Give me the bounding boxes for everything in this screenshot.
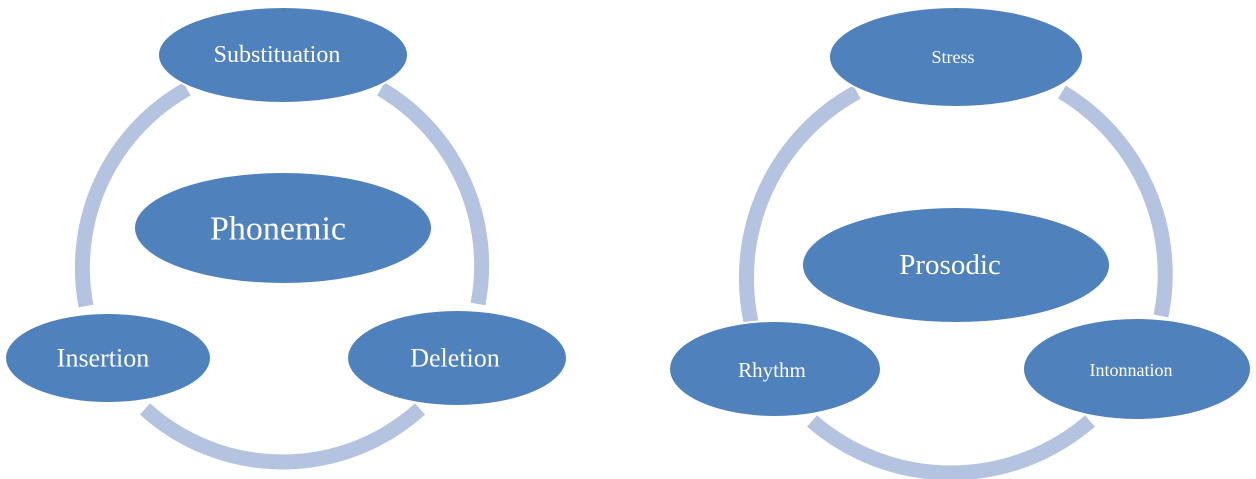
prosodic-node-top-label: Stress	[931, 47, 974, 67]
prosodic-node-right	[1022, 317, 1252, 421]
prosodic-center-node	[801, 206, 1111, 324]
prosodic-node-left-label: Rhythm	[738, 358, 806, 382]
phonemic-ring-arc-top-right	[377, 82, 490, 306]
phonemic-cycle: Substituation Deletion Insertion Phonemi…	[4, 6, 568, 470]
prosodic-node-right-label: Intonnation	[1090, 360, 1173, 380]
prosodic-center-label: Prosodic	[899, 249, 1001, 281]
prosodic-node-top	[828, 6, 1084, 108]
phonemic-node-right	[346, 309, 568, 407]
prosodic-node-left	[668, 320, 882, 418]
phonemic-center-node	[133, 171, 433, 285]
prosodic-ring-arc-top-right	[1058, 85, 1173, 318]
phonemic-center-label: Phonemic	[210, 211, 346, 248]
phonemic-node-left-label: Insertion	[57, 344, 149, 373]
prosodic-cycle: Stress Intonnation Rhythm Prosodic	[668, 6, 1252, 479]
phonemic-node-top-label: Substituation	[214, 42, 341, 68]
phonemic-node-top	[157, 6, 409, 104]
phonemic-ring-arc-top-left	[74, 82, 191, 308]
phonemic-ring-arc-bottom	[139, 403, 426, 470]
prosodic-ring-arc-top-left	[738, 85, 861, 324]
prosodic-ring-arc-bottom	[807, 415, 1095, 479]
phonemic-node-left	[4, 312, 212, 404]
phonemic-node-right-label: Deletion	[410, 344, 500, 373]
